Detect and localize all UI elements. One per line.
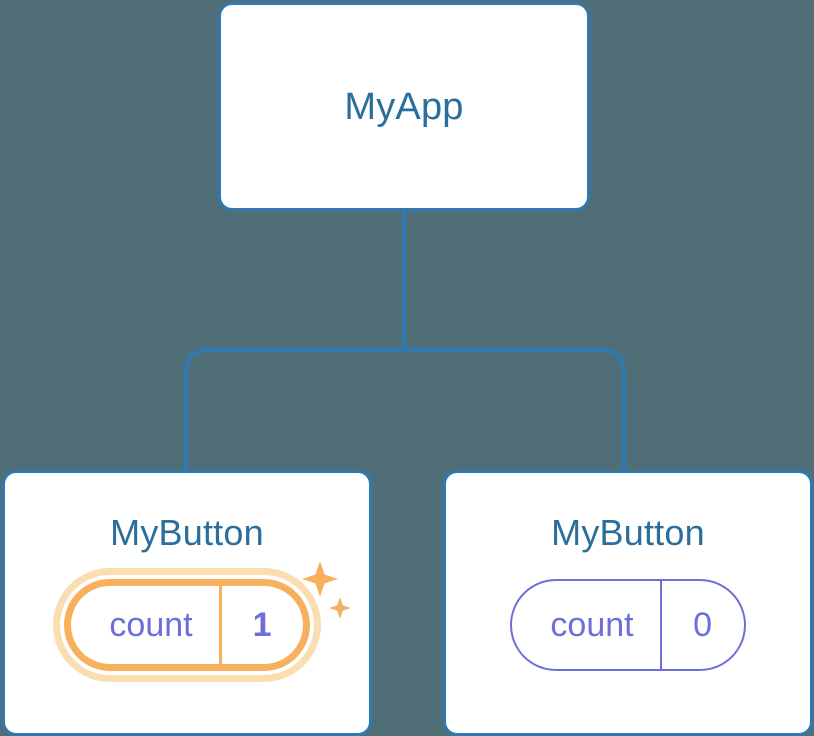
node-title: MyApp [344, 85, 464, 128]
node-mybutton-left[interactable]: MyButton count 1 [2, 470, 372, 736]
state-value: 0 [659, 581, 744, 669]
state-pill-wrapper: count 1 [53, 561, 351, 682]
state-key: count [550, 606, 634, 644]
state-pill-highlighted[interactable]: count 1 [64, 579, 310, 671]
state-key: count [109, 606, 193, 644]
sparkle-icon [301, 561, 351, 619]
node-myapp[interactable]: MyApp [218, 2, 590, 211]
state-pill-wrapper: count 0 [510, 579, 746, 671]
state-value: 1 [218, 586, 303, 664]
node-mybutton-right[interactable]: MyButton count 0 [443, 470, 813, 736]
state-pill[interactable]: count 0 [510, 579, 746, 671]
node-title: MyButton [551, 512, 705, 553]
edge-branch-bar [184, 348, 626, 472]
state-pill-glow-ring [53, 568, 321, 682]
node-title: MyButton [110, 512, 264, 553]
